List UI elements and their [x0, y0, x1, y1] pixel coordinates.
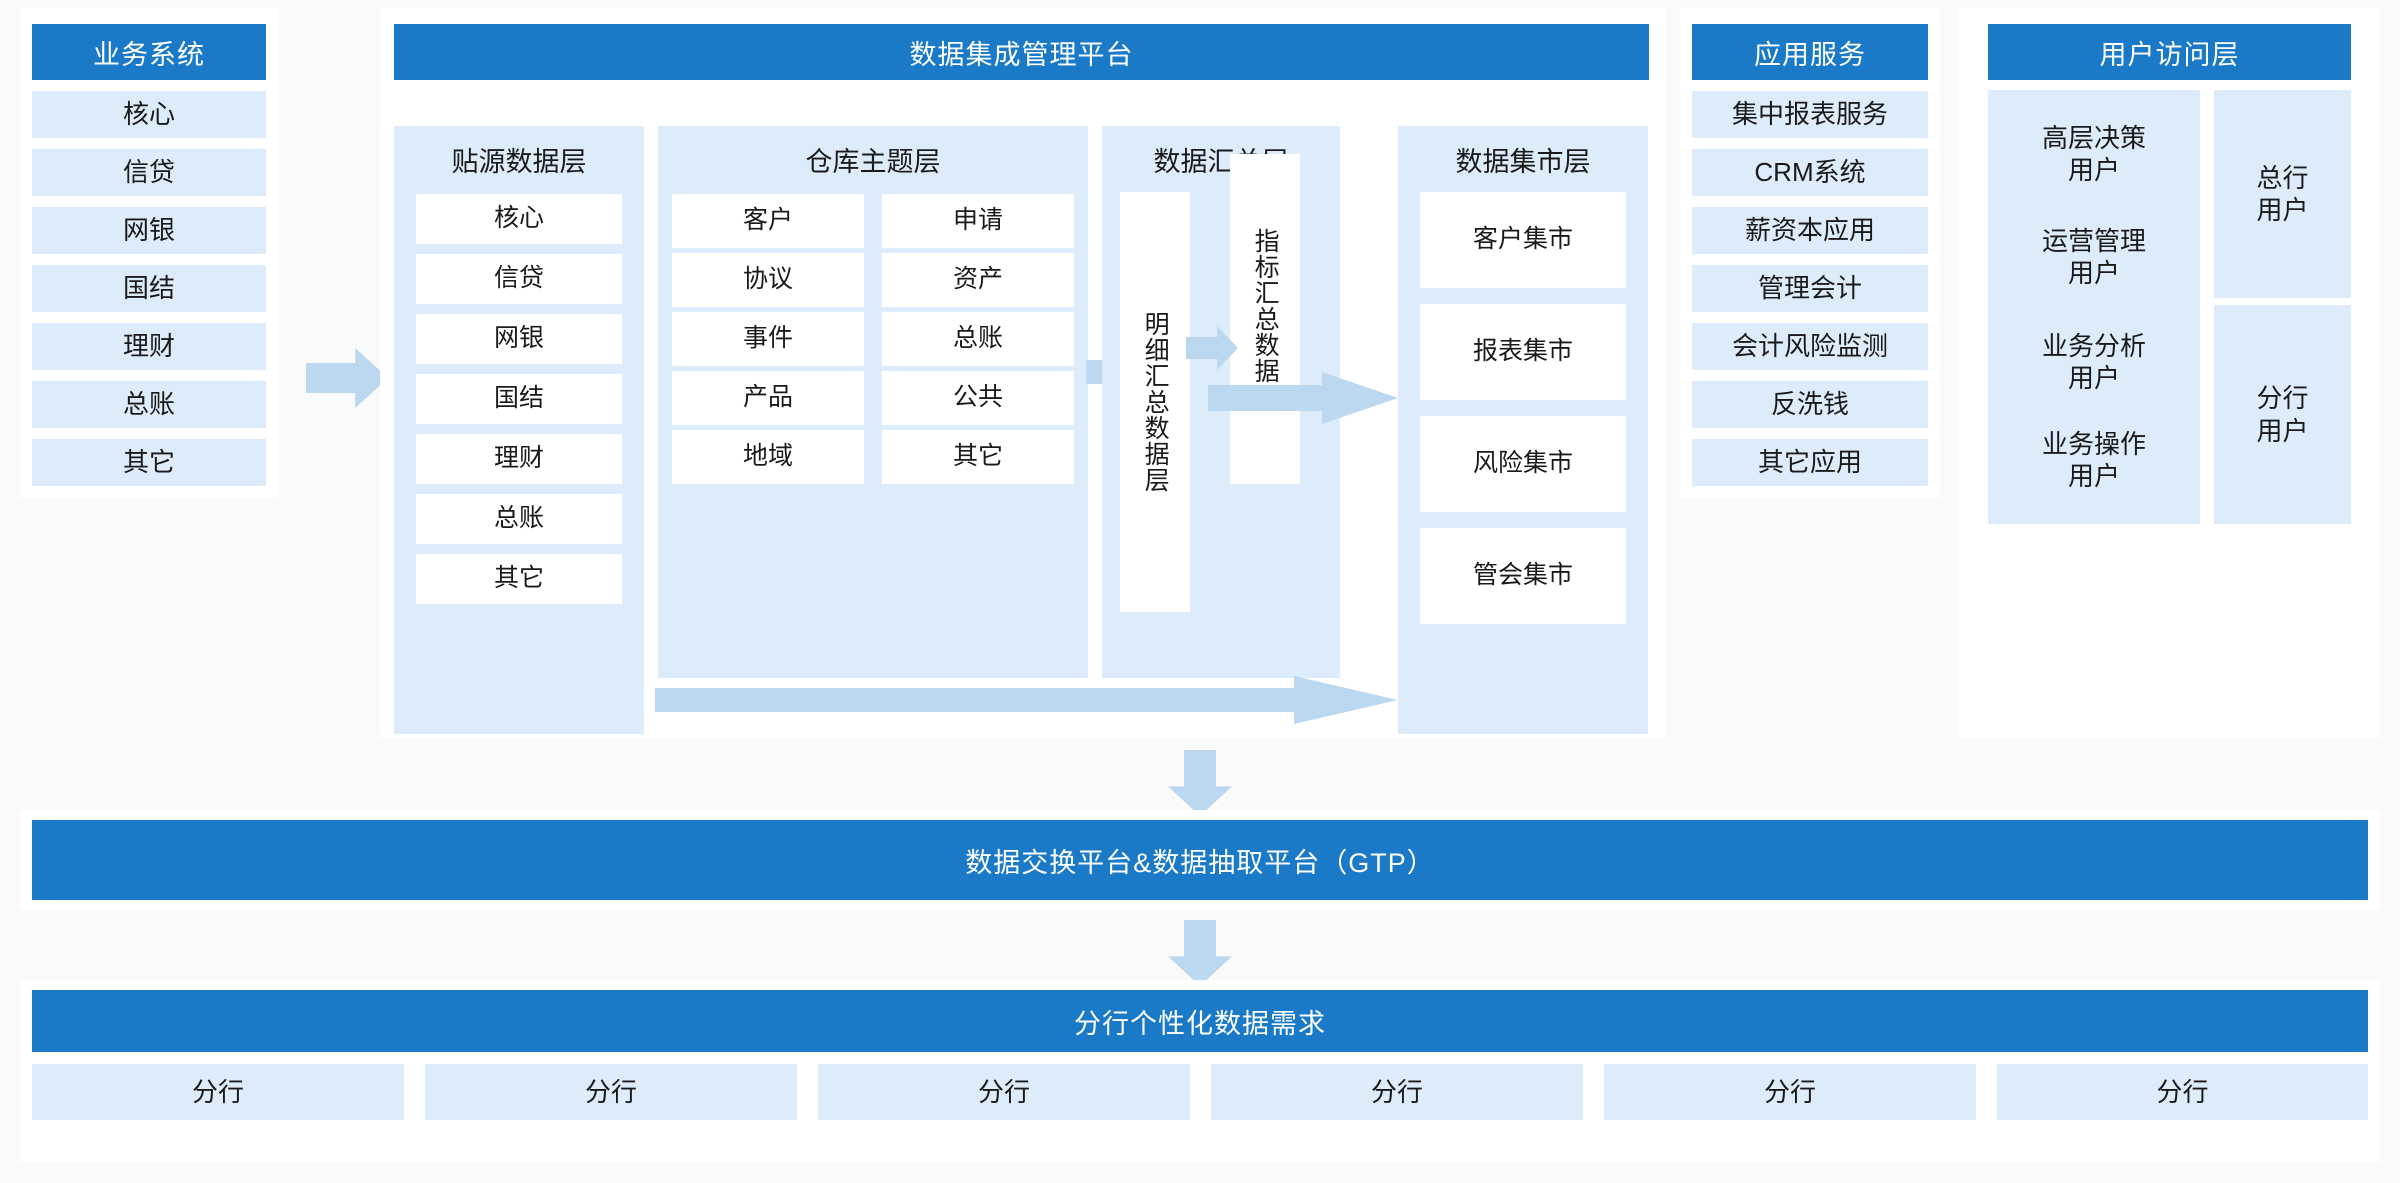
user-access-item[interactable]: 业务操作 用户	[1988, 396, 2200, 524]
branch-item[interactable]: 分行	[425, 1064, 797, 1120]
arrow-right-icon	[1208, 372, 1398, 424]
app-service-item[interactable]: 集中报表服务	[1692, 91, 1928, 138]
app-service-item[interactable]: 薪资本应用	[1692, 207, 1928, 254]
branch-demand-title: 分行个性化数据需求	[32, 990, 2368, 1052]
app-service-item[interactable]: 会计风险监测	[1692, 323, 1928, 370]
user-access-panel: 用户访问层 高层决策 用户 运营管理 用户 业务分析 用户 业务操作 用户 总行…	[1958, 8, 2380, 738]
app-service-item[interactable]: 管理会计	[1692, 265, 1928, 312]
source-layer-item[interactable]: 理财	[416, 434, 622, 484]
warehouse-layer-item[interactable]: 产品	[672, 371, 864, 425]
app-services-panel: 应用服务 集中报表服务 CRM系统 薪资本应用 管理会计 会计风险监测 反洗钱 …	[1680, 8, 1940, 498]
warehouse-layer-group: 仓库主题层 客户 协议 事件 产品 地域 申请 资产 总账 公共 其它	[658, 126, 1088, 678]
detail-summary-data-layer[interactable]: 明细汇总数据层	[1120, 192, 1190, 612]
branch-item[interactable]: 分行	[1211, 1064, 1583, 1120]
detail-summary-data-layer-label: 明细汇总数据层	[1141, 311, 1170, 493]
warehouse-layer-title: 仓库主题层	[805, 147, 941, 177]
user-group-item[interactable]: 分行 用户	[2214, 305, 2351, 524]
source-layer-group: 贴源数据层 核心 信贷 网银 国结 理财 总账 其它	[394, 126, 644, 734]
branch-item[interactable]: 分行	[32, 1064, 404, 1120]
mart-layer-item[interactable]: 管会集市	[1420, 528, 1626, 624]
mart-layer-item[interactable]: 客户集市	[1420, 192, 1626, 288]
business-system-item[interactable]: 网银	[32, 207, 266, 254]
warehouse-layer-item[interactable]: 申请	[882, 194, 1074, 248]
branch-item[interactable]: 分行	[1604, 1064, 1976, 1120]
business-system-item[interactable]: 国结	[32, 265, 266, 312]
source-layer-item[interactable]: 信贷	[416, 254, 622, 304]
integration-platform-title: 数据集成管理平台	[394, 24, 1649, 80]
arrow-down-icon	[1168, 920, 1232, 986]
source-layer-item[interactable]: 核心	[416, 194, 622, 244]
business-system-item[interactable]: 其它	[32, 439, 266, 486]
source-layer-item[interactable]: 其它	[416, 554, 622, 604]
arrow-right-icon	[306, 348, 388, 408]
app-service-item[interactable]: CRM系统	[1692, 149, 1928, 196]
business-systems-panel: 业务系统 核心 信贷 网银 国结 理财 总账 其它	[20, 8, 278, 498]
mart-layer-item[interactable]: 报表集市	[1420, 304, 1626, 400]
exchange-platform-title: 数据交换平台&数据抽取平台（GTP）	[32, 820, 2368, 900]
source-layer-title: 贴源数据层	[451, 147, 587, 177]
arrow-right-icon	[655, 676, 1398, 724]
business-system-item[interactable]: 理财	[32, 323, 266, 370]
branch-demand-panel: 分行个性化数据需求 分行 分行 分行 分行 分行 分行	[20, 980, 2380, 1162]
source-layer-item[interactable]: 国结	[416, 374, 622, 424]
warehouse-layer-item[interactable]: 客户	[672, 194, 864, 248]
business-system-item[interactable]: 总账	[32, 381, 266, 428]
integration-platform-panel: 数据集成管理平台 贴源数据层 核心 信贷 网银 国结 理财 总账 其它 仓库主题…	[380, 8, 1665, 738]
warehouse-layer-item[interactable]: 总账	[882, 312, 1074, 366]
warehouse-layer-item[interactable]: 地域	[672, 430, 864, 484]
mart-layer-group: 数据集市层 客户集市 报表集市 风险集市 管会集市	[1398, 126, 1648, 734]
user-access-title: 用户访问层	[1988, 24, 2351, 80]
warehouse-layer-item[interactable]: 协议	[672, 253, 864, 307]
mart-layer-item[interactable]: 风险集市	[1420, 416, 1626, 512]
app-service-item[interactable]: 反洗钱	[1692, 381, 1928, 428]
business-system-item[interactable]: 信贷	[32, 149, 266, 196]
branch-item[interactable]: 分行	[1997, 1064, 2368, 1120]
user-group-item[interactable]: 总行 用户	[2214, 90, 2351, 298]
index-summary-data-layer-label: 指标汇总数据层	[1251, 228, 1280, 410]
warehouse-layer-item[interactable]: 资产	[882, 253, 1074, 307]
warehouse-layer-item[interactable]: 其它	[882, 430, 1074, 484]
arrow-right-icon	[1186, 326, 1238, 370]
warehouse-layer-item[interactable]: 公共	[882, 371, 1074, 425]
summary-layer-title: 数据汇总层	[1153, 147, 1289, 177]
exchange-platform-panel: 数据交换平台&数据抽取平台（GTP）	[20, 810, 2380, 910]
warehouse-layer-item[interactable]: 事件	[672, 312, 864, 366]
app-service-item[interactable]: 其它应用	[1692, 439, 1928, 486]
index-summary-data-layer[interactable]: 指标汇总数据层	[1230, 154, 1300, 484]
source-layer-item[interactable]: 网银	[416, 314, 622, 364]
source-layer-item[interactable]: 总账	[416, 494, 622, 544]
arrow-down-icon	[1168, 750, 1232, 816]
branch-item[interactable]: 分行	[818, 1064, 1190, 1120]
business-system-item[interactable]: 核心	[32, 91, 266, 138]
business-systems-title: 业务系统	[32, 24, 266, 80]
mart-layer-title: 数据集市层	[1455, 147, 1591, 177]
app-services-title: 应用服务	[1692, 24, 1928, 80]
